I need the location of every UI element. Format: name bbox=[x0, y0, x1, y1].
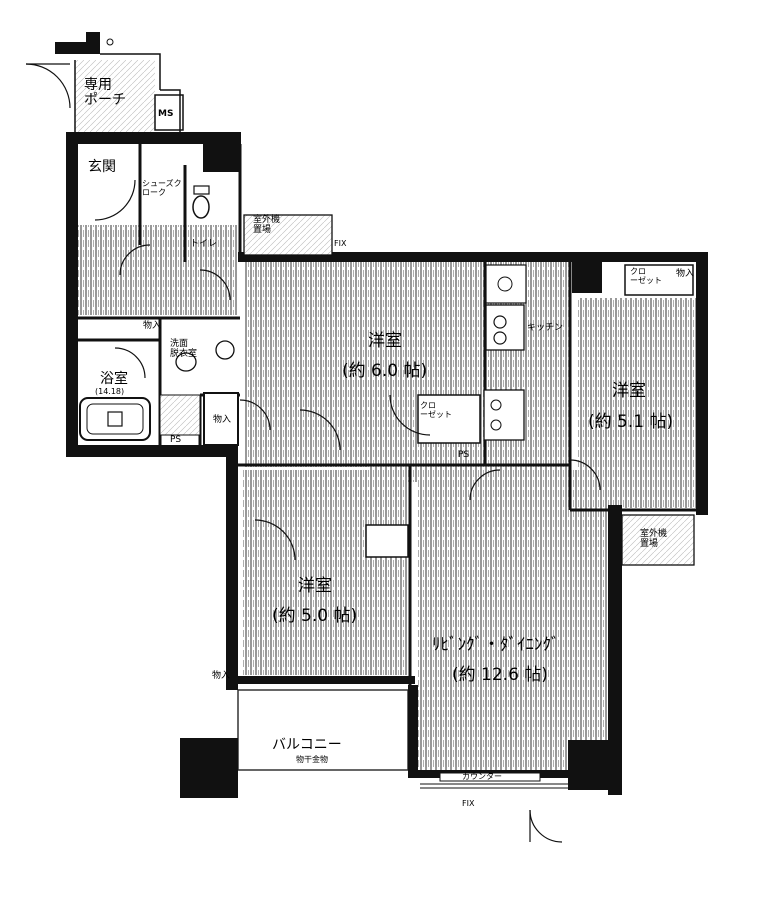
windows bbox=[300, 254, 701, 789]
outdoor-unit-b-label: 室外機 置場 bbox=[640, 529, 668, 549]
porch-lines bbox=[74, 53, 184, 132]
stove-icon bbox=[483, 389, 525, 441]
bath-label: 浴室 bbox=[100, 371, 128, 387]
porch-label: 専用 ポーチ bbox=[84, 77, 126, 109]
kitchen-sink-icon bbox=[485, 304, 525, 351]
washing-machine-icon bbox=[215, 340, 235, 360]
drain-icon bbox=[107, 411, 123, 427]
shoes-closet-label: シューズクローク bbox=[142, 179, 182, 197]
fix-top-label: FIX bbox=[334, 239, 347, 248]
closet-c-label: クロ ーゼット bbox=[630, 267, 662, 285]
storage-3-label: 物入 bbox=[676, 269, 695, 279]
toilet-label: トイレ bbox=[190, 239, 218, 249]
counter-shape bbox=[439, 772, 541, 782]
door-swings bbox=[25, 63, 601, 843]
balcony-label: バルコニー bbox=[272, 737, 342, 753]
partitions bbox=[78, 144, 700, 690]
entry-mark-icon bbox=[106, 38, 114, 46]
bathtub-inner bbox=[86, 403, 144, 435]
fix-bottom-label: FIX bbox=[462, 799, 475, 808]
ldk-size: (約 12.6 帖) bbox=[452, 665, 548, 685]
flooring-areas bbox=[78, 225, 696, 770]
kitchen-label: キッチン bbox=[527, 323, 564, 333]
western-b-size: (約 5.1 帖) bbox=[588, 412, 674, 432]
washroom-label: 洗面 脱衣室 bbox=[170, 339, 198, 359]
storage-1-label: 物入 bbox=[143, 321, 162, 331]
entrance-label: 玄関 bbox=[88, 159, 116, 175]
outdoor-unit-area-a bbox=[243, 214, 333, 256]
storage-d bbox=[203, 392, 239, 446]
western-a-size: (約 6.0 帖) bbox=[342, 361, 428, 381]
storage-e bbox=[159, 394, 201, 436]
toilet-bowl-icon bbox=[192, 195, 210, 219]
ms-label: MS bbox=[158, 109, 174, 119]
bathtub-icon bbox=[79, 397, 151, 441]
counter-label: カウンター bbox=[462, 772, 502, 781]
outdoor-unit-a-label: 室外機 置場 bbox=[253, 215, 281, 235]
western-c-size: (約 5.0 帖) bbox=[272, 606, 358, 626]
western-c-label: 洋室 bbox=[298, 576, 332, 596]
ps-1-label: PS bbox=[170, 435, 182, 445]
porch-floor bbox=[75, 60, 155, 135]
western-b-label: 洋室 bbox=[612, 381, 646, 401]
washbasin-icon bbox=[175, 352, 197, 372]
closet-c bbox=[624, 264, 694, 296]
closet-1-label: クロ ーゼット bbox=[420, 401, 452, 419]
bath-size-label: (14.18) bbox=[95, 387, 125, 396]
walls bbox=[55, 32, 708, 798]
storage-2-label: 物入 bbox=[213, 415, 232, 425]
toilet-tank-icon bbox=[193, 185, 210, 195]
closet-b bbox=[365, 524, 409, 558]
outdoor-unit-area-b bbox=[621, 514, 695, 566]
refrigerator-space bbox=[485, 264, 527, 304]
balcony-note-label: 物干金物 bbox=[296, 755, 328, 764]
western-a-label: 洋室 bbox=[368, 331, 402, 351]
storage-4-label: 物入 bbox=[212, 671, 231, 681]
ps-2-label: PS bbox=[458, 450, 470, 460]
ldk-label: ﾘﾋﾞﾝｸﾞ・ﾀﾞｲﾆﾝｸﾞ bbox=[432, 635, 560, 655]
